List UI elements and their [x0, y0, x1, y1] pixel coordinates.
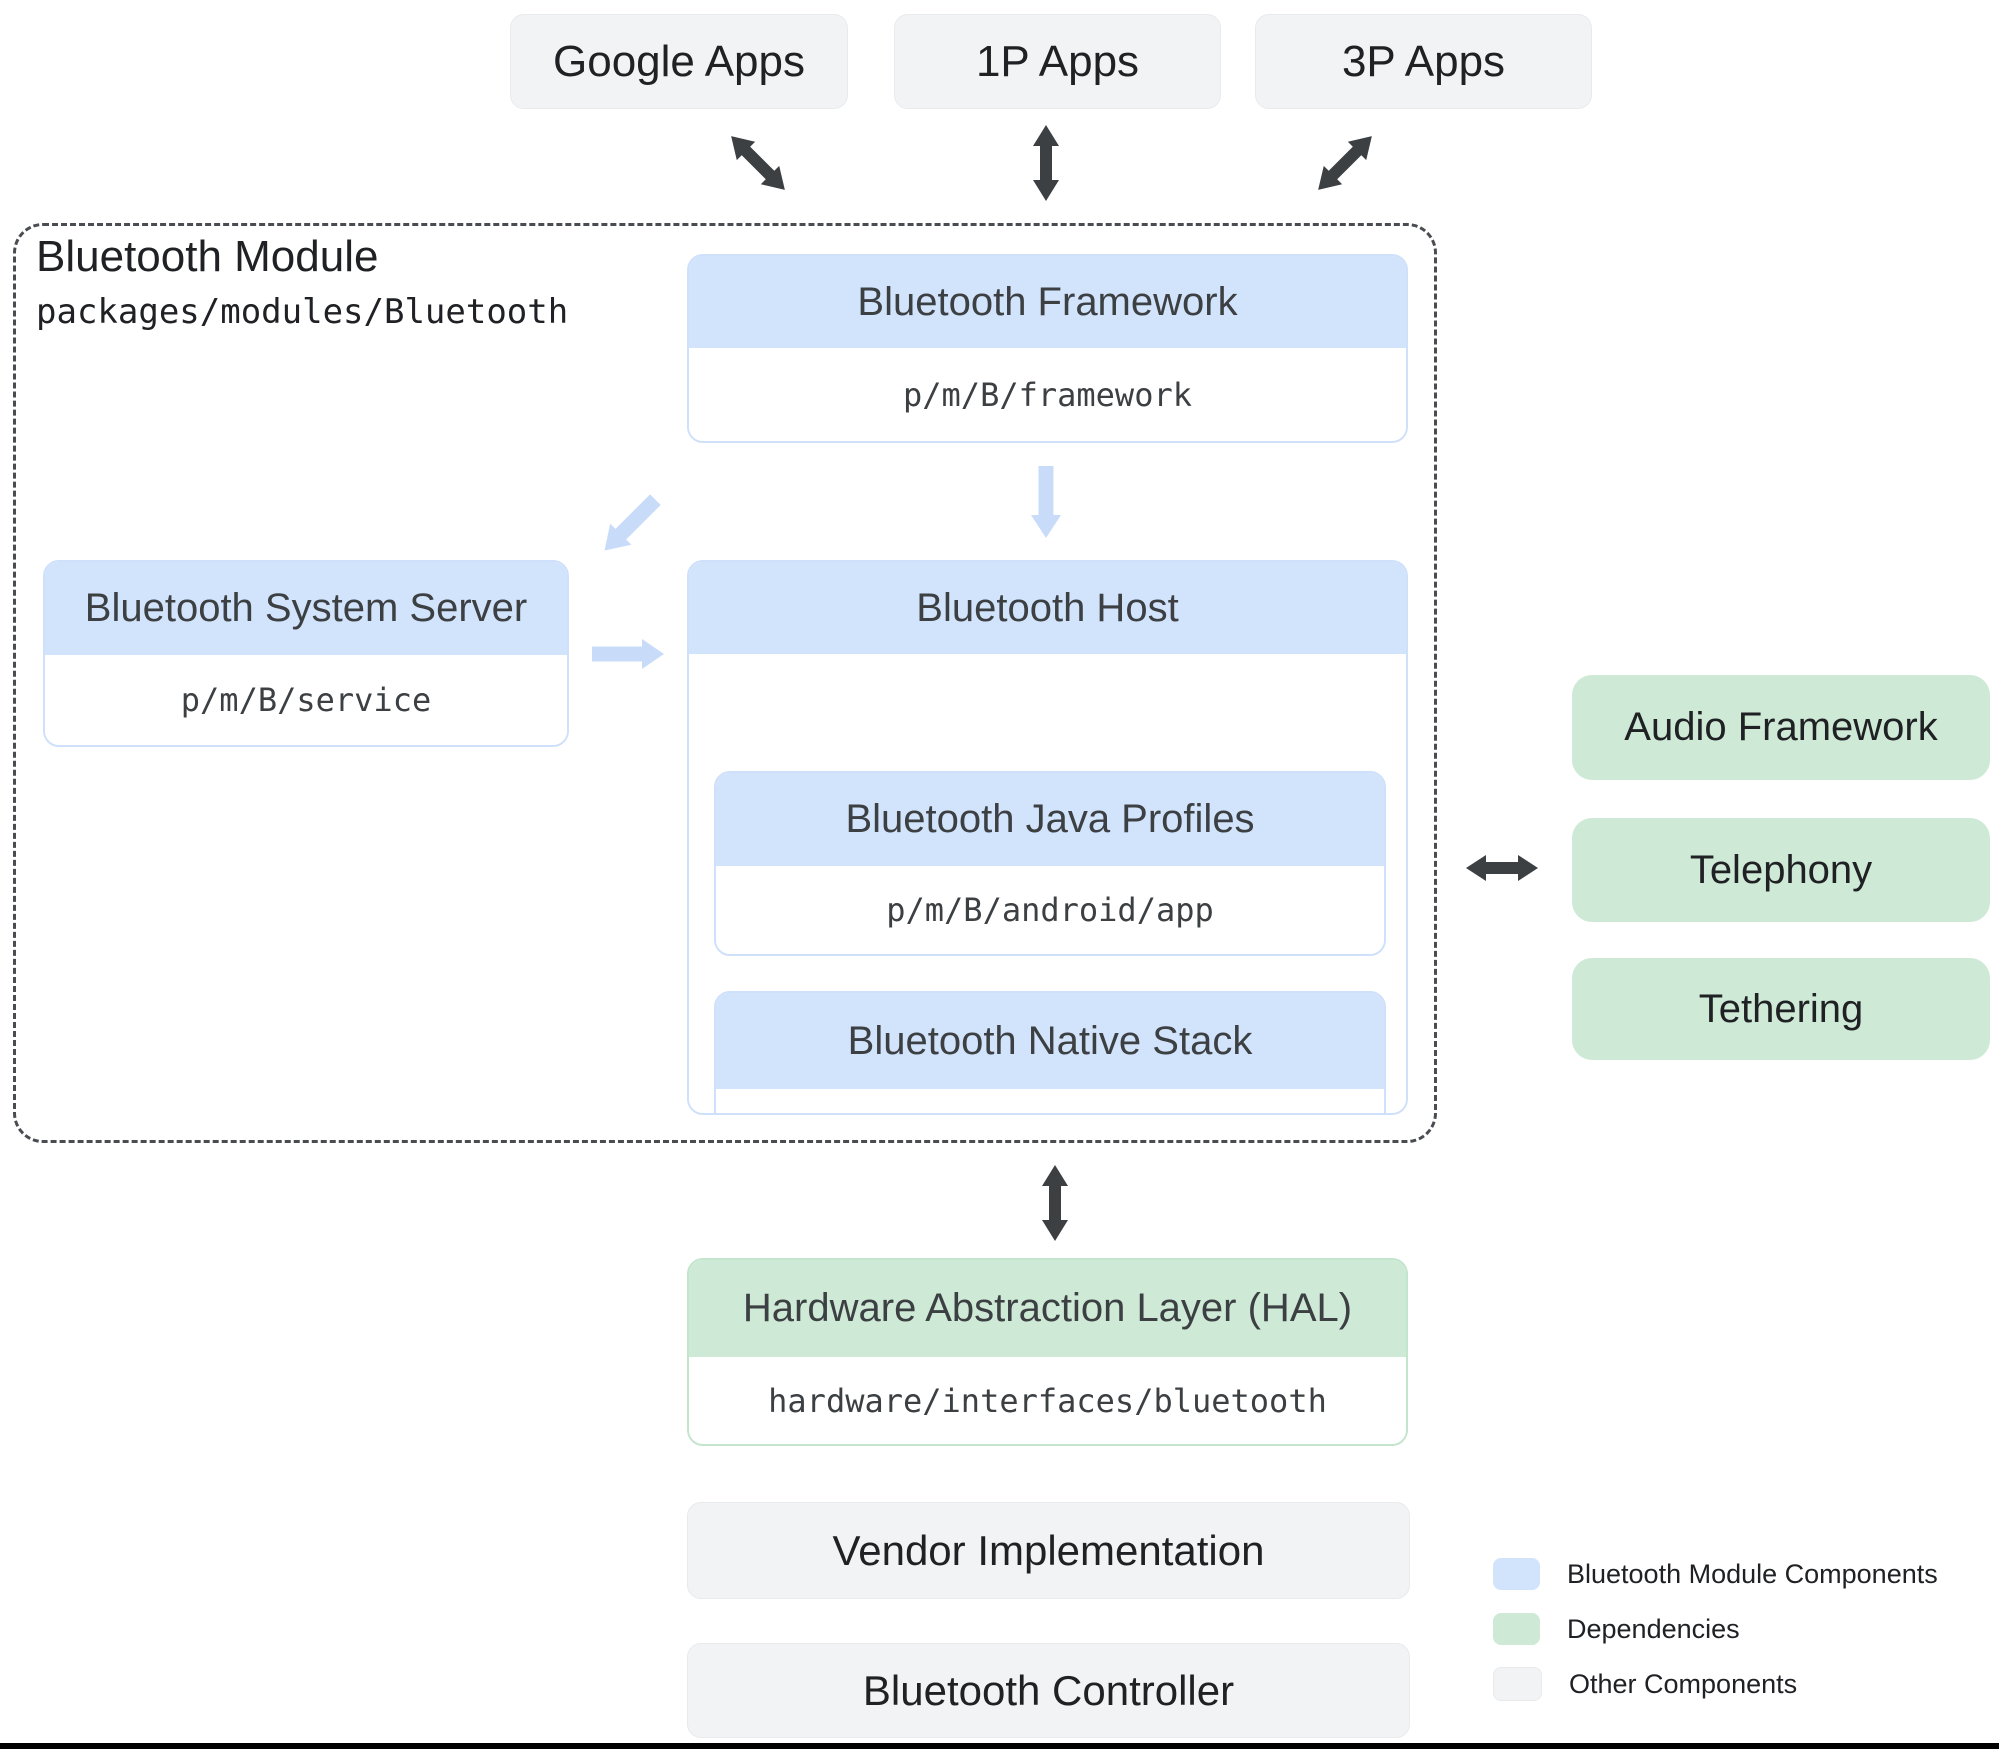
legend-item-other-components: Other Components	[1493, 1667, 1797, 1701]
legend-swatch-blue	[1493, 1558, 1540, 1590]
first-party-apps-label: 1P Apps	[975, 36, 1140, 86]
third-party-apps-label: 3P Apps	[1341, 36, 1506, 86]
legend-label-other-components: Other Components	[1569, 1668, 1798, 1699]
framework-to-host-arrow-icon	[1031, 466, 1061, 538]
tethering-box: Tethering	[1572, 958, 1990, 1060]
bluetooth-host-body: Bluetooth Java Profiles p/m/B/android/ap…	[689, 654, 1406, 1113]
bluetooth-system-server-title: Bluetooth System Server	[45, 562, 567, 655]
bluetooth-host-title: Bluetooth Host	[689, 562, 1406, 654]
legend-label-module-components: Bluetooth Module Components	[1567, 1558, 1938, 1589]
bluetooth-java-profiles-title: Bluetooth Java Profiles	[716, 773, 1384, 866]
framework-to-system-server-arrow-icon	[594, 489, 666, 561]
first-party-apps-box: 1P Apps	[894, 14, 1221, 109]
legend-swatch-green	[1493, 1613, 1540, 1645]
bluetooth-system-server-path: p/m/B/service	[45, 655, 567, 745]
bluetooth-framework-title: Bluetooth Framework	[689, 256, 1406, 348]
telephony-box: Telephony	[1572, 818, 1990, 922]
vendor-implementation-label: Vendor Implementation	[832, 1526, 1265, 1574]
bluetooth-controller-box: Bluetooth Controller	[687, 1643, 1410, 1738]
third-party-apps-box: 3P Apps	[1255, 14, 1592, 109]
bottom-edge-bar	[0, 1743, 1999, 1749]
legend-item-dependencies: Dependencies	[1493, 1613, 1740, 1645]
system-server-to-host-arrow-icon	[592, 639, 664, 669]
third-party-apps-bidirectional-arrow-icon	[1308, 126, 1383, 201]
bluetooth-java-profiles-path: p/m/B/android/app	[716, 866, 1384, 954]
bluetooth-system-server-box: Bluetooth System Server p/m/B/service	[43, 560, 569, 747]
bluetooth-host-box: Bluetooth Host Bluetooth Java Profiles p…	[687, 560, 1408, 1115]
module-to-hal-bidirectional-arrow-icon	[1040, 1165, 1070, 1241]
bluetooth-java-profiles-box: Bluetooth Java Profiles p/m/B/android/ap…	[714, 771, 1386, 956]
bluetooth-native-stack-path: p/m/B/system	[716, 1089, 1384, 1113]
bluetooth-framework-box: Bluetooth Framework p/m/B/framework	[687, 254, 1408, 443]
bluetooth-controller-label: Bluetooth Controller	[862, 1666, 1235, 1714]
bluetooth-native-stack-title: Bluetooth Native Stack	[716, 993, 1384, 1089]
google-apps-label: Google Apps	[553, 36, 805, 86]
audio-framework-label: Audio Framework	[1624, 705, 1938, 749]
legend-item-module-components: Bluetooth Module Components	[1493, 1558, 1938, 1590]
bluetooth-framework-path: p/m/B/framework	[689, 348, 1406, 441]
hal-path: hardware/interfaces/bluetooth	[689, 1357, 1406, 1444]
legend-label-dependencies: Dependencies	[1567, 1613, 1740, 1644]
legend-swatch-gray	[1493, 1667, 1542, 1701]
hal-box: Hardware Abstraction Layer (HAL) hardwar…	[687, 1258, 1408, 1446]
google-apps-box: Google Apps	[510, 14, 848, 109]
first-party-apps-bidirectional-arrow-icon	[1031, 125, 1061, 201]
hal-title: Hardware Abstraction Layer (HAL)	[689, 1260, 1406, 1357]
module-to-dependencies-bidirectional-arrow-icon	[1466, 853, 1538, 883]
tethering-label: Tethering	[1698, 986, 1864, 1031]
bluetooth-module-title: Bluetooth Module	[36, 232, 379, 281]
bluetooth-native-stack-box: Bluetooth Native Stack p/m/B/system	[714, 991, 1386, 1113]
vendor-implementation-box: Vendor Implementation	[687, 1502, 1410, 1599]
bluetooth-module-boundary	[13, 223, 1437, 1143]
google-apps-bidirectional-arrow-icon	[721, 126, 796, 201]
telephony-label: Telephony	[1689, 847, 1873, 892]
bluetooth-module-path: packages/modules/Bluetooth	[36, 292, 569, 332]
audio-framework-box: Audio Framework	[1572, 675, 1990, 780]
